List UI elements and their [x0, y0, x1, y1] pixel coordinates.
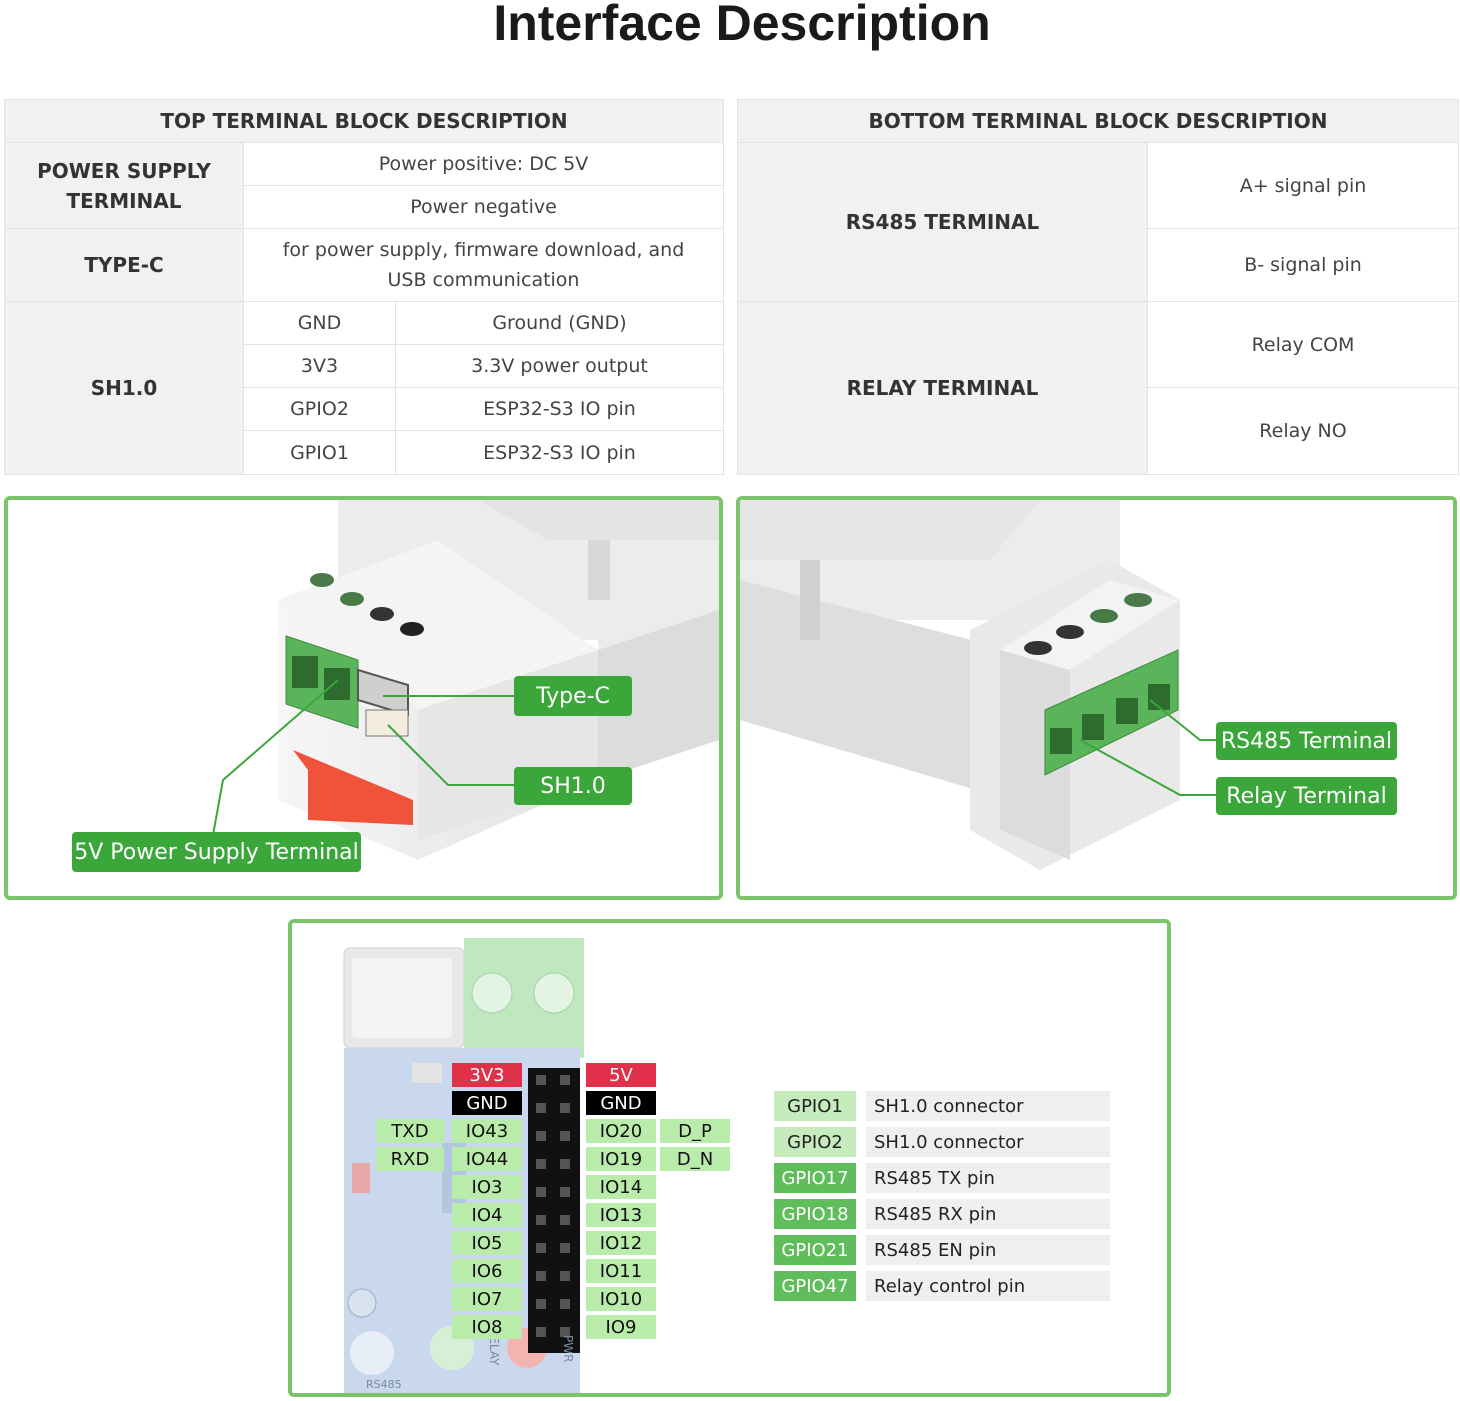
bottom-table-header: BOTTOM TERMINAL BLOCK DESCRIPTION — [736, 99, 1460, 143]
screw-hole — [340, 592, 364, 606]
gpio-desc: SH1.0 connector — [866, 1127, 1110, 1157]
gpio-key: GPIO1 — [774, 1091, 856, 1121]
relay-no-desc: Relay NO — [1146, 387, 1460, 475]
screw-hole — [1090, 609, 1118, 623]
pin-label: IO4 — [452, 1203, 522, 1227]
bottom-view-panel: RS485 Terminal Relay Terminal — [736, 496, 1457, 900]
terminal-slot — [1050, 728, 1072, 754]
gpio-key: GPIO21 — [774, 1235, 856, 1265]
typec-desc: for power supply, firmware download, and… — [243, 228, 724, 302]
sh-desc-cell: ESP32-S3 IO pin — [395, 387, 724, 431]
gpio-desc: SH1.0 connector — [866, 1091, 1110, 1121]
pin-label: IO20 — [586, 1119, 656, 1143]
pin-label: IO13 — [586, 1203, 656, 1227]
pin-label: IO10 — [586, 1287, 656, 1311]
power-supply-callout: 5V Power Supply Terminal — [72, 832, 361, 872]
board-label-pwr: PWR — [561, 1335, 575, 1362]
sh10-label: SH1.0 — [4, 301, 244, 475]
sh-pin-cell: GPIO1 — [243, 430, 396, 475]
gpio-desc: RS485 TX pin — [866, 1163, 1110, 1193]
screw-hole — [400, 622, 424, 636]
screw-hole — [370, 607, 394, 621]
pin-label: IO12 — [586, 1231, 656, 1255]
bottom-terminal-table: BOTTOM TERMINAL BLOCK DESCRIPTION RS485 … — [736, 99, 1460, 475]
typec-label: TYPE-C — [4, 228, 244, 302]
top-table-header: TOP TERMINAL BLOCK DESCRIPTION — [4, 99, 724, 143]
screw-hole — [533, 972, 575, 1014]
sh-desc-cell: ESP32-S3 IO pin — [395, 430, 724, 475]
screw-hole — [1124, 593, 1152, 607]
relay-terminal-label: RELAY TERMINAL — [737, 301, 1148, 475]
typec-callout: Type-C — [514, 676, 632, 716]
relay-com-desc: Relay COM — [1146, 301, 1460, 388]
rs485-terminal-label: RS485 TERMINAL — [737, 142, 1148, 302]
din-clip — [293, 750, 413, 825]
page-title: Interface Description — [493, 0, 991, 51]
rs485-a-desc: A+ signal pin — [1146, 142, 1460, 229]
pin-func-rxd: RXD — [376, 1147, 444, 1171]
pin-header — [528, 1068, 580, 1353]
terminal-slot — [324, 668, 350, 700]
pin-label: IO19 — [586, 1147, 656, 1171]
sh-desc-cell: Ground (GND) — [395, 301, 724, 345]
terminal-slot — [292, 656, 318, 688]
relay-callout-line — [1079, 739, 1216, 796]
board-label-rs485: RS485 — [366, 1378, 402, 1391]
pin-label: IO14 — [586, 1175, 656, 1199]
pin-label: IO43 — [452, 1119, 522, 1143]
gpio-desc: RS485 EN pin — [866, 1235, 1110, 1265]
screw-hole — [310, 573, 334, 587]
gpio-key: GPIO17 — [774, 1163, 856, 1193]
pin-label: IO11 — [586, 1259, 656, 1283]
pin-label: IO44 — [452, 1147, 522, 1171]
pin-label: IO9 — [586, 1315, 656, 1339]
pin-label: IO5 — [452, 1231, 522, 1255]
pin-label: GND — [586, 1091, 656, 1115]
rs485-relay-terminal-block — [1044, 649, 1179, 776]
power-callout-line — [212, 679, 339, 836]
pin-label: 3V3 — [452, 1063, 522, 1087]
screw-hole — [1024, 641, 1052, 655]
pin-label: IO6 — [452, 1259, 522, 1283]
gpio-desc: RS485 RX pin — [866, 1199, 1110, 1229]
sh10-callout-line — [387, 724, 514, 786]
pin-label: IO7 — [452, 1287, 522, 1311]
gpio-key: GPIO18 — [774, 1199, 856, 1229]
bottom-device-illustration — [740, 500, 1216, 870]
pin-label: 5V — [586, 1063, 656, 1087]
screw-hole — [471, 972, 513, 1014]
power-supply-terminal-label: POWER SUPPLY TERMINAL — [4, 142, 244, 229]
pin-func-dn: D_N — [660, 1147, 730, 1171]
pin-func-dp: D_P — [660, 1119, 730, 1143]
sh-desc-cell: 3.3V power output — [395, 344, 724, 388]
gpio-key: GPIO47 — [774, 1271, 856, 1301]
terminal-slot — [1116, 698, 1138, 724]
sh-pin-cell: GND — [243, 301, 396, 345]
terminal-slot — [1082, 714, 1104, 740]
sh-pin-cell: GPIO2 — [243, 387, 396, 431]
rs485-b-desc: B- signal pin — [1146, 228, 1460, 302]
sh10-callout: SH1.0 — [514, 767, 632, 805]
gpio-desc: Relay control pin — [866, 1271, 1110, 1301]
screw-hole — [1056, 625, 1084, 639]
pinout-panel: RELAY PWR RS485 TXD RXD 3V3 GND IO43 IO4… — [288, 919, 1171, 1397]
sh-pin-cell: 3V3 — [243, 344, 396, 388]
pin-label: GND — [452, 1091, 522, 1115]
top-view-panel: Type-C SH1.0 5V Power Supply Terminal — [4, 496, 723, 900]
power-positive-desc: Power positive: DC 5V — [243, 142, 724, 186]
sh10-connector — [365, 709, 409, 737]
gpio-key: GPIO2 — [774, 1127, 856, 1157]
pin-label: IO8 — [452, 1315, 522, 1339]
rs485-callout-line — [1149, 699, 1216, 741]
relay-callout: Relay Terminal — [1216, 777, 1397, 815]
power-negative-desc: Power negative — [243, 185, 724, 229]
rs485-callout: RS485 Terminal — [1216, 722, 1397, 760]
pin-label: IO3 — [452, 1175, 522, 1199]
pin-func-txd: TXD — [376, 1119, 444, 1143]
top-terminal-table: TOP TERMINAL BLOCK DESCRIPTION POWER SUP… — [4, 99, 724, 475]
